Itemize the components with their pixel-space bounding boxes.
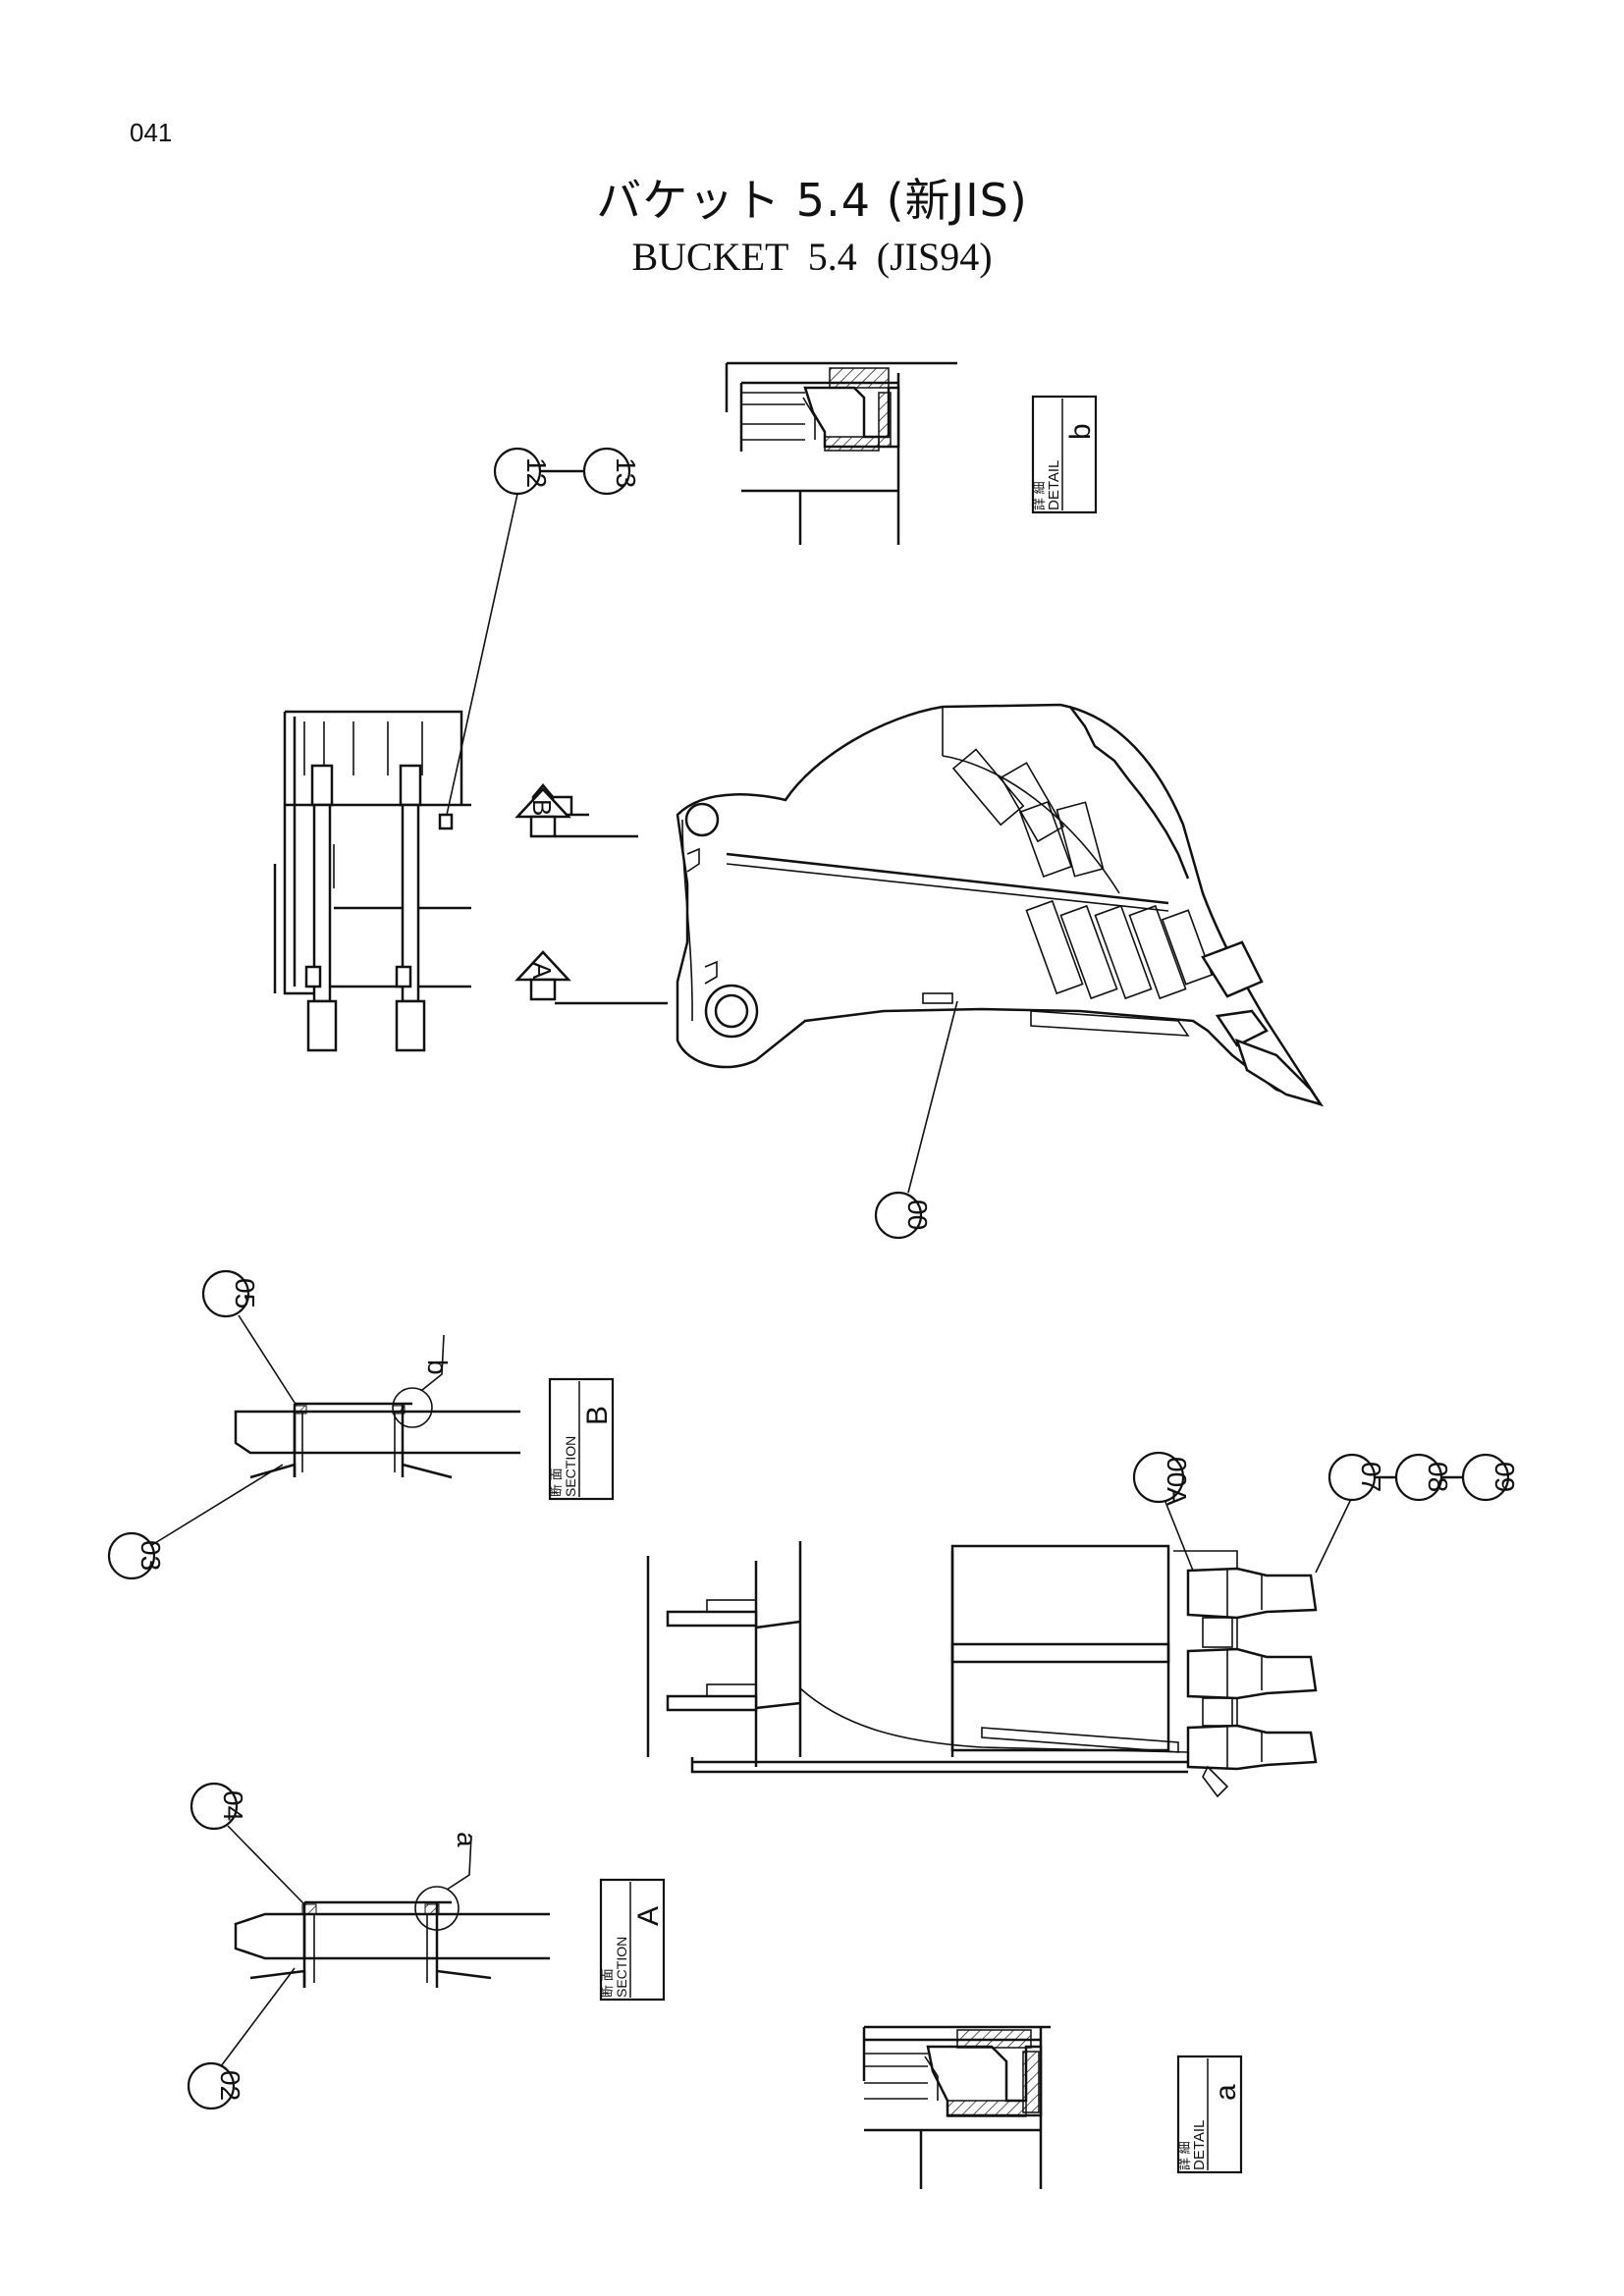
section-a-label-box: SECTION 断 面 A (599, 1878, 666, 2002)
balloon-13: 13 (582, 447, 641, 496)
balloon-08-text: 08 (1423, 1462, 1453, 1492)
section-a-box-letter: A (632, 1906, 665, 1926)
section-b-box-en: SECTION (563, 1436, 578, 1497)
section-b-box-letter: B (581, 1406, 614, 1425)
callout-00 (907, 1000, 958, 1194)
detail-b-view (725, 361, 957, 545)
detail-b-label-box: DETAIL 詳 細 b (1031, 395, 1098, 514)
detail-b-box-jp: 詳 細 (1032, 481, 1047, 510)
section-a-box-jp: 断 面 (600, 1968, 615, 1998)
callout-05-03 (136, 1314, 298, 1555)
title-japanese: バケット 5.4 (新JIS) (596, 174, 1028, 227)
section-b-view (234, 1334, 520, 1479)
detail-a-box-jp: 詳 細 (1177, 2141, 1192, 2170)
detail-a-view (862, 2025, 1051, 2189)
callout-00A (1164, 1501, 1194, 1572)
balloon-07: 07 (1327, 1453, 1386, 1502)
detail-b-box-letter: b (1064, 423, 1097, 440)
balloon-00: 00 (874, 1191, 933, 1240)
section-a-view (234, 1835, 550, 1988)
view-arrow-b: B (514, 783, 638, 838)
balloon-07-text: 07 (1356, 1462, 1386, 1492)
balloon-12: 12 (493, 447, 552, 496)
detail-mark-b-text: b (422, 1360, 453, 1375)
balloon-03: 03 (107, 1531, 166, 1580)
detail-mark-a-text: a (452, 1832, 482, 1847)
balloon-03-text: 03 (135, 1540, 166, 1571)
section-b-box-jp: 断 面 (549, 1468, 564, 1497)
page-number: 041 (130, 118, 173, 147)
balloon-12-text: 12 (521, 457, 552, 488)
detail-mark-a: a (452, 1832, 482, 1847)
view-arrow-a-letter: A (527, 962, 557, 980)
balloon-02: 02 (187, 2061, 245, 2110)
balloon-13-text: 13 (611, 457, 641, 488)
balloon-00-text: 00 (902, 1200, 933, 1230)
balloon-04: 04 (189, 1782, 248, 1831)
balloon-04-text: 04 (218, 1790, 248, 1821)
balloon-05-text: 05 (230, 1278, 260, 1308)
detail-mark-b: b (422, 1360, 453, 1375)
view-arrow-b-letter: B (527, 799, 557, 816)
balloon-00A-text: 00A (1162, 1457, 1192, 1506)
bucket-end-view (273, 710, 471, 1052)
balloon-05: 05 (201, 1269, 260, 1318)
title-english: BUCKET 5.4 (JIS94) (631, 235, 993, 279)
balloon-09-text: 09 (1489, 1462, 1520, 1492)
section-b-label-box: SECTION 断 面 B (548, 1377, 615, 1501)
bucket-bottom-view (646, 1541, 1318, 1798)
callout-04-02 (220, 1825, 305, 2067)
detail-a-label-box: DETAIL 詳 細 a (1176, 2055, 1243, 2174)
bucket-side-profile (676, 703, 1324, 1107)
callout-07-08-09 (1315, 1475, 1463, 1574)
balloon-08: 08 (1394, 1453, 1453, 1502)
section-a-box-en: SECTION (614, 1937, 629, 1998)
balloon-00A: 00A (1132, 1451, 1192, 1506)
callout-12-13 (446, 469, 584, 816)
detail-a-box-en: DETAIL (1191, 2120, 1208, 2170)
detail-b-box-en: DETAIL (1046, 460, 1062, 510)
balloon-09: 09 (1461, 1453, 1520, 1502)
balloon-02-text: 02 (215, 2070, 245, 2101)
detail-a-box-letter: a (1210, 2084, 1242, 2101)
view-arrow-a: A (514, 950, 668, 1005)
